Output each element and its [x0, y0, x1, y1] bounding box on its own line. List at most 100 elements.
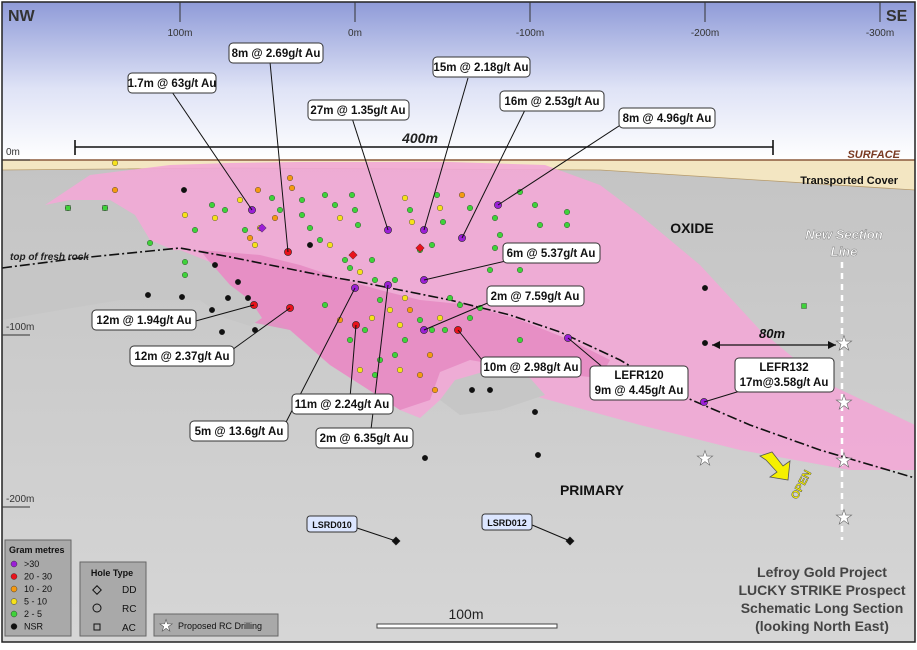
drill-dot — [299, 196, 306, 203]
drill-dot — [244, 295, 251, 302]
intercept-box — [618, 107, 716, 129]
intercept-box — [129, 345, 235, 367]
drill-dot — [369, 257, 376, 264]
drill-dot — [487, 267, 494, 274]
drill-dot — [211, 262, 218, 269]
intercept-label: 10m @ 2.98g/t Au — [483, 362, 578, 374]
intercept-box — [502, 242, 601, 264]
legend-hole-rc: RC — [122, 604, 136, 615]
drill-dot — [492, 244, 499, 251]
drill-dot — [377, 297, 384, 304]
drill-dot — [407, 206, 414, 213]
drill-dot — [287, 174, 294, 181]
drill-dot — [211, 214, 218, 221]
top-tick-label: -100m — [516, 28, 544, 39]
drill-dot — [342, 257, 349, 264]
drill-dot — [469, 387, 476, 394]
star-icon: ★ — [159, 618, 173, 635]
legend-dot — [10, 560, 18, 568]
drill-dot — [269, 194, 276, 201]
drill-dot — [387, 307, 394, 314]
intercept-label: 15m @ 2.18g/t Au — [433, 62, 528, 74]
left-tick-label: -100m — [6, 322, 34, 333]
drill-dot — [564, 208, 571, 215]
intercept-label: 27m @ 1.35g/t Au — [310, 105, 405, 117]
star-icon: ★ — [835, 507, 853, 529]
drill-dot — [146, 239, 153, 246]
lsrd010-box — [306, 515, 358, 533]
scale-400m-label: 400m — [401, 130, 438, 146]
legend-proposed-label: Proposed RC Drilling — [178, 621, 262, 631]
title-line-2: LUCKY STRIKE Prospect — [739, 582, 906, 598]
drill-dot — [181, 259, 188, 266]
drill-dot — [442, 327, 449, 334]
drill-dot — [535, 452, 542, 459]
drill-dot — [427, 352, 434, 359]
drill-dot — [432, 387, 439, 394]
lefr120-box — [589, 365, 689, 401]
legend-hole-type: Hole Type DD RC AC — [79, 561, 147, 637]
intercept-box — [432, 56, 531, 78]
intercept-box — [189, 420, 289, 442]
top-tick-label: -200m — [691, 28, 719, 39]
drill-dot — [417, 317, 424, 324]
distance-80m: 80m — [712, 326, 836, 349]
drill-dot — [564, 221, 571, 228]
drill-dot — [377, 357, 384, 364]
drill-dot — [144, 292, 151, 299]
drill-intercept-dots — [64, 159, 807, 546]
compass-se: SE — [886, 8, 908, 25]
primary-mineralised-zone — [200, 250, 610, 410]
drill-dot — [417, 372, 424, 379]
drill-dot — [459, 191, 466, 198]
drill-dot — [517, 267, 524, 274]
top-tick-label: 100m — [167, 28, 192, 39]
drill-dot — [369, 315, 376, 322]
intercept-box — [228, 42, 324, 64]
drill-dot — [467, 204, 474, 211]
drill-dot — [191, 226, 198, 233]
drill-dot — [327, 241, 334, 248]
drill-dot — [467, 315, 474, 322]
intercept-label: 6m @ 5.37g/t Au — [507, 248, 596, 260]
intercept-label: 2m @ 7.59g/t Au — [491, 291, 580, 303]
legend-gram-item: 2 - 5 — [24, 609, 42, 619]
lsrd010-label: LSRD010 — [312, 520, 352, 530]
drill-dot — [337, 214, 344, 221]
star-icon: ★ — [835, 333, 853, 355]
intercept-label: 16m @ 2.53g/t Au — [504, 96, 599, 108]
drill-dot — [457, 302, 464, 309]
drill-dot — [402, 295, 409, 302]
drill-dot — [347, 265, 354, 272]
drill-dot — [487, 387, 494, 394]
drill-dot — [272, 214, 279, 221]
ac-hole — [102, 205, 108, 211]
distance-80m-label: 80m — [759, 326, 785, 341]
diamond-hole — [348, 250, 358, 260]
drill-dot — [208, 201, 215, 208]
square-icon — [93, 623, 101, 631]
intercept-box — [307, 99, 410, 121]
left-axis: 0m -100m -200m — [2, 147, 34, 508]
drill-dot — [702, 285, 709, 292]
intercept-box — [499, 90, 605, 112]
drill-dot — [180, 186, 187, 193]
drill-dot — [392, 352, 399, 359]
left-tick-label: 0m — [6, 147, 20, 158]
legend-hole-title: Hole Type — [91, 568, 133, 578]
title-line-4: (looking North East) — [755, 618, 889, 634]
compass-nw: NW — [8, 8, 36, 25]
drill-dot — [289, 184, 296, 191]
intercept-label: 8m @ 2.69g/t Au — [232, 48, 321, 60]
drill-dot — [402, 337, 409, 344]
drill-dot — [532, 201, 539, 208]
intercept-label: 12m @ 1.94g/t Au — [96, 315, 191, 327]
primary-left-block — [2, 250, 262, 326]
drill-dot — [392, 277, 399, 284]
legend-hole-ac: AC — [122, 623, 136, 634]
intercept-label: 5m @ 13.6g/t Au — [195, 426, 284, 438]
legend-dot — [10, 573, 18, 580]
scale-400m: 400m — [74, 130, 774, 155]
drill-dot — [224, 295, 231, 302]
top-axis: 100m 0m -100m -200m -300m — [167, 2, 894, 39]
